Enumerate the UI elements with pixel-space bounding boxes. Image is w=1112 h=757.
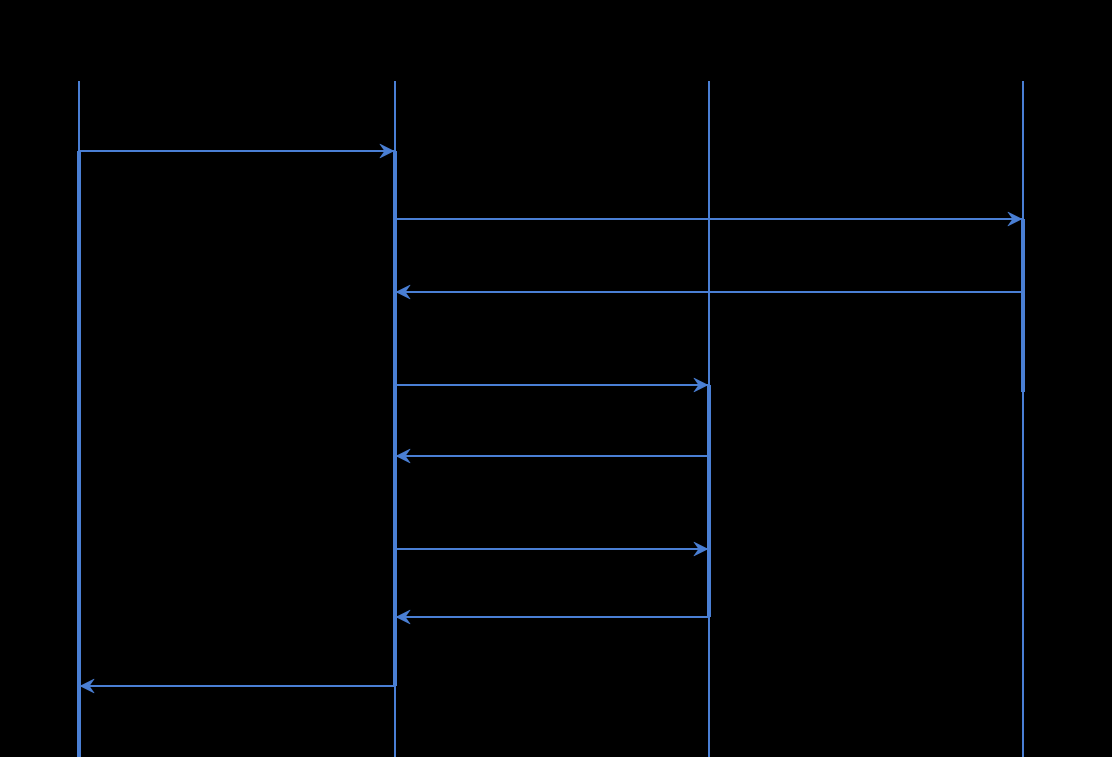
arrowhead-5 <box>395 448 411 464</box>
messages-group <box>79 143 1023 694</box>
arrowhead-2 <box>1007 211 1023 227</box>
arrowhead-8 <box>79 678 95 694</box>
arrowhead-6 <box>693 541 709 557</box>
arrowhead-3 <box>395 284 411 300</box>
activation-bars-group <box>77 151 1025 757</box>
arrowhead-1 <box>379 143 395 159</box>
arrowhead-7 <box>395 609 411 625</box>
arrowhead-4 <box>693 377 709 393</box>
lifelines-group <box>77 81 1025 757</box>
